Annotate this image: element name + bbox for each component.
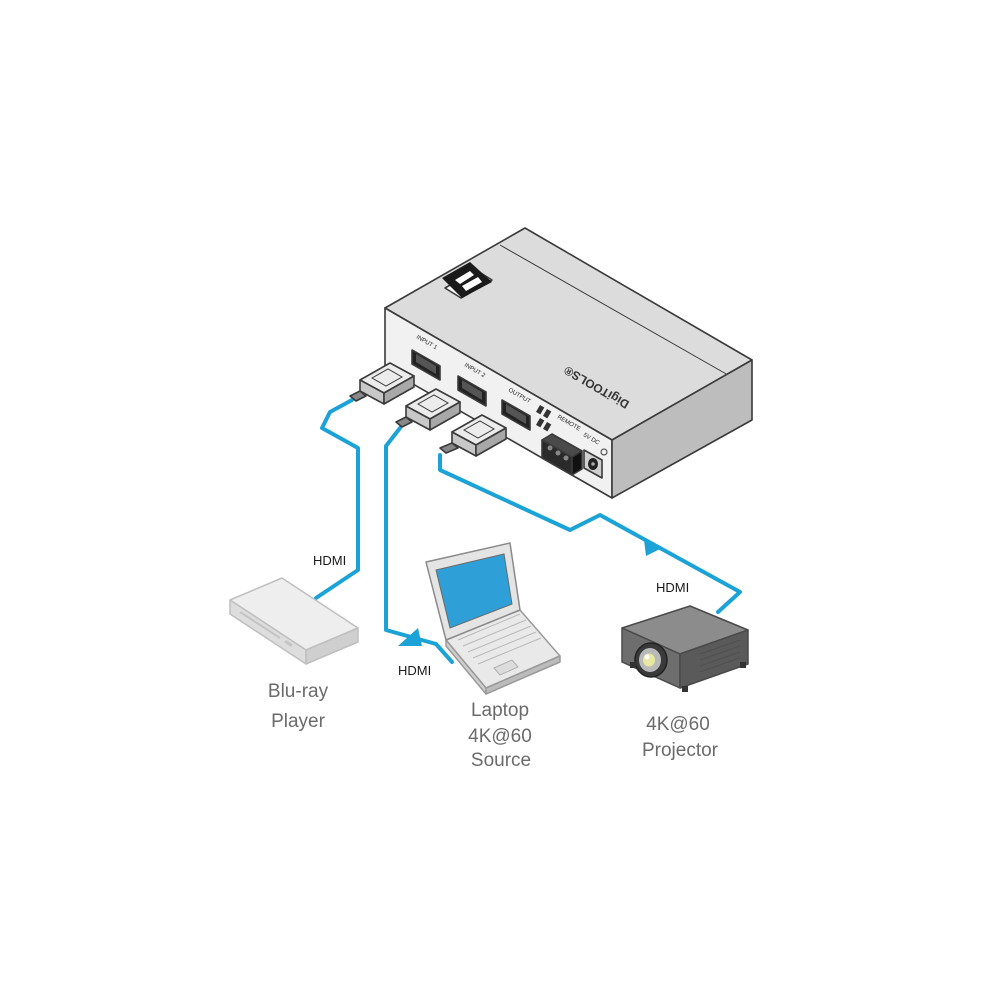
hdmi-plug-input1 (349, 362, 415, 405)
label-laptop-line2: 4K@60 (468, 726, 532, 747)
laptop-keyboard (457, 613, 542, 665)
cable-label-projector: HDMI (656, 580, 689, 595)
hdmi-port-input2[interactable] (457, 375, 487, 407)
power-polarity-icon (600, 448, 608, 456)
label-bluray-line1: Blu-ray (268, 681, 329, 702)
projector-vents (699, 639, 741, 673)
laptop-touchpad (493, 659, 519, 676)
hdmi-port-input1[interactable] (411, 349, 441, 381)
arrow-input2-direction-icon (398, 628, 422, 646)
label-projector-line2: Projector (642, 740, 719, 761)
label-bluray-line2: Player (271, 711, 326, 732)
arrow-output-direction-icon (644, 540, 662, 556)
dip-switches[interactable] (536, 405, 552, 432)
label-laptop-line3: Source (471, 750, 531, 771)
label-laptop-line1: Laptop (471, 700, 529, 721)
switcher-side-face (611, 359, 753, 499)
cable-label-bluray: HDMI (313, 553, 346, 568)
kramer-logo (442, 262, 493, 299)
laptop (425, 542, 561, 695)
power-jack[interactable] (583, 449, 603, 479)
bluray-player (229, 577, 359, 665)
cable-label-laptop: HDMI (398, 663, 431, 678)
laptop-screen (435, 553, 513, 629)
projector (621, 605, 749, 692)
label-projector-line1: 4K@60 (646, 714, 710, 735)
switcher-top-seam (499, 244, 729, 376)
bluray-disc-slot (239, 611, 281, 639)
label-projector: 4K@60 Projector (642, 714, 719, 761)
hdmi-port-output[interactable] (501, 399, 531, 431)
cables (314, 398, 742, 664)
cable-laptop-to-input2 (384, 426, 454, 664)
cable-bluray-to-input1 (314, 398, 360, 600)
switcher-device: DigiTOOLS® INPUT 1 INPUT 2 OUTPUT REMOTE… (384, 227, 753, 499)
label-laptop: Laptop 4K@60 Source (468, 700, 532, 771)
hdmi-plug-output (439, 414, 507, 457)
hdmi-plug-input2 (395, 388, 461, 431)
remote-terminal-block[interactable] (541, 433, 583, 476)
label-bluray-player: Blu-ray Player (268, 681, 329, 732)
cable-output-to-projector (438, 453, 742, 614)
projector-lens (634, 642, 668, 678)
